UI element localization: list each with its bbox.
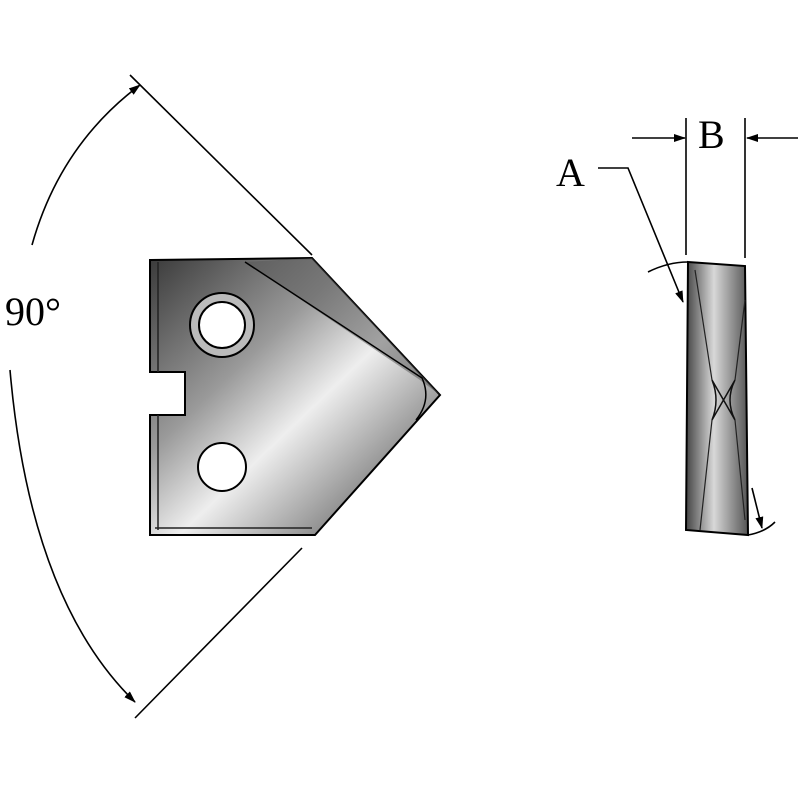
insert-body	[149, 256, 442, 536]
dimension-a	[598, 167, 776, 536]
dim-b-label: B	[698, 112, 725, 157]
angle-dimension	[9, 74, 313, 719]
insert-side-view	[684, 260, 750, 537]
upper-extension-line	[129, 74, 313, 256]
upper-angle-arc	[31, 84, 141, 246]
web-detail	[711, 379, 736, 421]
chamfer-edge	[244, 261, 427, 421]
lower-extension-line	[134, 547, 303, 719]
lower-hole	[197, 442, 247, 492]
lower-angle-arc	[9, 369, 136, 703]
flute-lines	[694, 269, 746, 531]
insert-side-body	[684, 260, 750, 537]
upper-hole	[198, 301, 246, 349]
dim-a-label: A	[556, 150, 585, 195]
angle-label: 90°	[5, 289, 61, 334]
insert-front-view	[149, 256, 442, 536]
dimension-b	[632, 118, 798, 258]
